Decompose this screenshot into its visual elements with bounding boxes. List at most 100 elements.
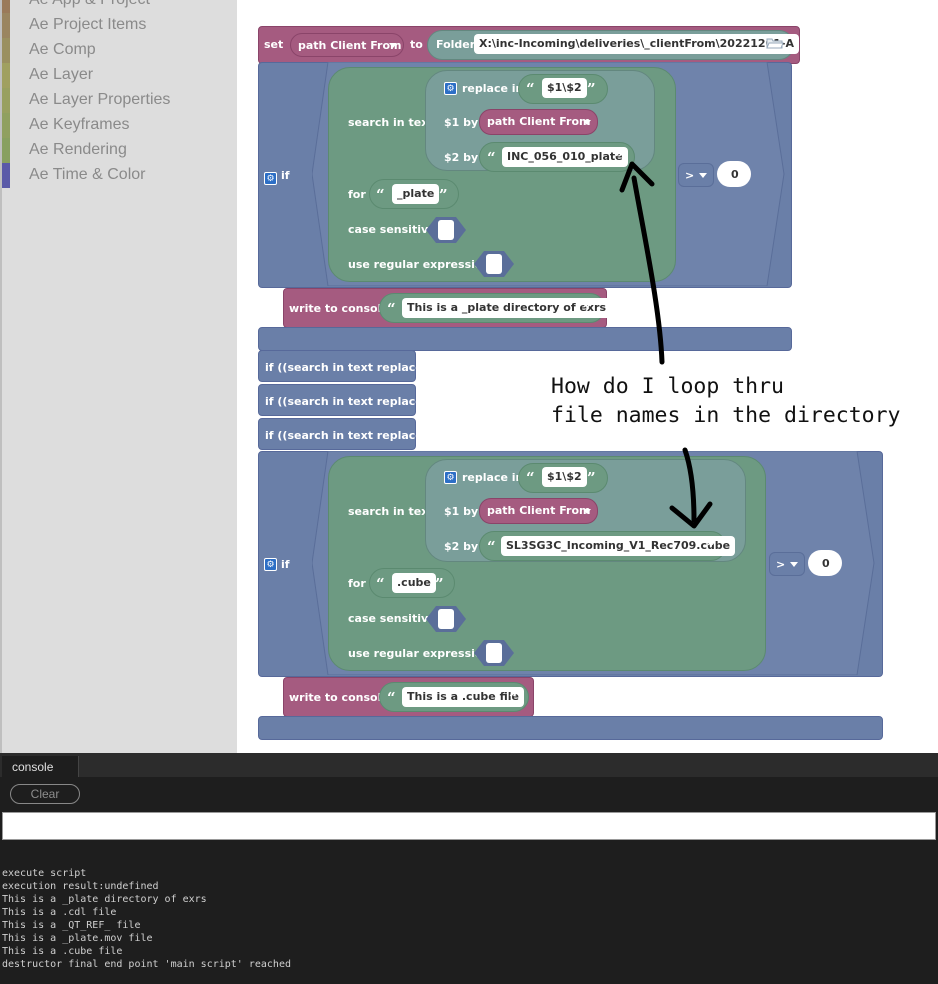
collapsed-if-block[interactable]: if ((search in text replace...: [258, 350, 435, 382]
chevron-down-icon: [699, 173, 707, 178]
folder-open-icon[interactable]: [766, 36, 784, 50]
settings-gear-icon[interactable]: ⚙: [444, 471, 457, 484]
replace-label: replace in: [462, 82, 524, 95]
folder-path-field[interactable]: X:\inc-Incoming\deliveries\_clientFrom\2…: [474, 34, 799, 54]
collapsed-if-label: if ((search in text replace...: [265, 429, 436, 442]
category-label: Ae Project Items: [29, 16, 147, 33]
category-color-swatch: [2, 138, 10, 163]
category-label: Ae Comp: [29, 41, 96, 58]
collapsed-if-block[interactable]: if ((search in text replace...: [258, 418, 435, 450]
arrow-up-icon: [619, 161, 665, 365]
console-tab-bar: console: [0, 753, 938, 777]
close-quote-icon: ”: [707, 538, 716, 556]
set-variable-dropdown[interactable]: path Client From: [290, 33, 404, 57]
case-sensitive-boolean[interactable]: [426, 606, 466, 632]
settings-gear-icon[interactable]: ⚙: [444, 82, 457, 95]
settings-gear-icon[interactable]: ⚙: [264, 168, 277, 186]
close-quote-icon: ”: [615, 149, 624, 167]
close-quote-icon: ”: [583, 300, 592, 318]
toolbox-category[interactable]: Ae Keyframes: [2, 113, 237, 138]
do-label: do: [264, 679, 280, 692]
compare-operator-dropdown[interactable]: >: [678, 163, 714, 187]
replace-pattern-field[interactable]: $1\$2: [542, 467, 587, 487]
arg1-variable-dropdown[interactable]: path Client From: [479, 498, 598, 524]
console-line: This is a .cube file: [2, 946, 123, 957]
block-workspace[interactable]: set path Client From to Folder X:\inc-In…: [237, 0, 938, 753]
regex-label: use regular expression: [348, 647, 491, 660]
compare-number: 0: [822, 557, 830, 570]
console-line: This is a _QT_REF_ file: [2, 920, 141, 931]
category-label: Ae Rendering: [29, 141, 127, 158]
toolbox-category[interactable]: Ae Time & Color: [2, 163, 237, 188]
close-quote-icon: ”: [509, 689, 518, 707]
arg2-label: $2 by: [444, 151, 479, 164]
tab-console[interactable]: console: [2, 756, 79, 777]
for-label: for: [348, 577, 366, 590]
console-line: destructor final end point 'main script'…: [2, 959, 291, 970]
open-quote-icon: “: [387, 689, 396, 707]
open-quote-icon: “: [387, 300, 396, 318]
to-label: to: [410, 38, 423, 51]
toolbox-category[interactable]: Ae Rendering: [2, 138, 237, 163]
clear-button[interactable]: Clear: [10, 784, 80, 804]
do-label: do: [264, 290, 280, 303]
collapsed-if-label: if ((search in text replace...: [265, 395, 436, 408]
toolbox-category[interactable]: Ae Layer Properties: [2, 88, 237, 113]
collapsed-if-block[interactable]: if ((search in text replace...: [258, 384, 435, 416]
for-value-field[interactable]: _plate: [392, 184, 440, 204]
if-block-1-footer: [258, 327, 792, 351]
regex-label: use regular expression: [348, 258, 491, 271]
case-sensitive-boolean[interactable]: [426, 217, 466, 243]
arg2-value-field[interactable]: INC_056_010_plate: [502, 147, 628, 167]
arrow-down-icon: [669, 447, 713, 529]
chevron-down-icon: [389, 43, 397, 48]
toolbox-category[interactable]: Ae Comp: [2, 38, 237, 63]
if-label: if: [281, 558, 290, 571]
open-quote-icon: “: [526, 80, 535, 98]
for-value-field[interactable]: .cube: [392, 573, 436, 593]
close-quote-icon: ”: [439, 186, 448, 204]
toolbox-panel: Ae App & Project Ae Project Items Ae CompA…: [0, 0, 237, 753]
regex-boolean[interactable]: [474, 251, 514, 277]
open-quote-icon: “: [487, 149, 496, 167]
question-annotation: How do I loop thru file names in the dir…: [551, 374, 901, 428]
open-quote-icon: “: [487, 538, 496, 556]
console-line: execution result:undefined: [2, 881, 159, 892]
compare-number-field[interactable]: 0: [808, 550, 842, 576]
compare-operator: >: [776, 558, 786, 571]
console-line: execute script: [2, 868, 87, 879]
tab-console-label: console: [12, 760, 54, 774]
console-text-field[interactable]: This is a _plate directory of exrs: [402, 298, 611, 318]
compare-number-field[interactable]: 0: [717, 161, 751, 187]
compare-operator-dropdown[interactable]: >: [769, 552, 805, 576]
open-quote-icon: “: [376, 186, 385, 204]
compare-number: 0: [731, 168, 739, 181]
if-block-2-footer: [258, 716, 883, 740]
settings-gear-icon[interactable]: ⚙: [264, 558, 277, 571]
regex-boolean[interactable]: [474, 640, 514, 666]
arg1-label: $1 by: [444, 505, 479, 518]
toolbox-category[interactable]: Ae App & Project: [2, 0, 237, 13]
if-label: if: [281, 169, 290, 182]
write-console-label: write to console: [289, 691, 389, 704]
case-sensitive-label: case sensitive: [348, 612, 436, 625]
category-label: Ae Keyframes: [29, 116, 130, 133]
toolbox-category[interactable]: Ae Project Items: [2, 13, 237, 38]
console-text-field[interactable]: This is a .cube file: [402, 687, 524, 707]
chevron-down-icon: [583, 120, 591, 125]
console-input[interactable]: [2, 812, 936, 840]
chevron-down-icon: [790, 562, 798, 567]
category-color-swatch: [2, 0, 10, 13]
arg1-variable-dropdown[interactable]: path Client From: [479, 109, 598, 135]
arg2-value-field[interactable]: SL3SG3C_Incoming_V1_Rec709.cube: [501, 536, 736, 556]
toolbox-edge: [0, 0, 2, 753]
category-color-swatch: [2, 63, 10, 88]
chevron-down-icon: [583, 509, 591, 514]
arg1-label: $1 by: [444, 116, 479, 129]
toolbox-category[interactable]: Ae Layer: [2, 63, 237, 88]
set-label: set: [264, 38, 284, 51]
category-label: Ae Layer Properties: [29, 91, 171, 108]
replace-pattern-field[interactable]: $1\$2: [542, 78, 587, 98]
replace-label: replace in: [462, 471, 524, 484]
category-color-swatch: [2, 13, 10, 38]
